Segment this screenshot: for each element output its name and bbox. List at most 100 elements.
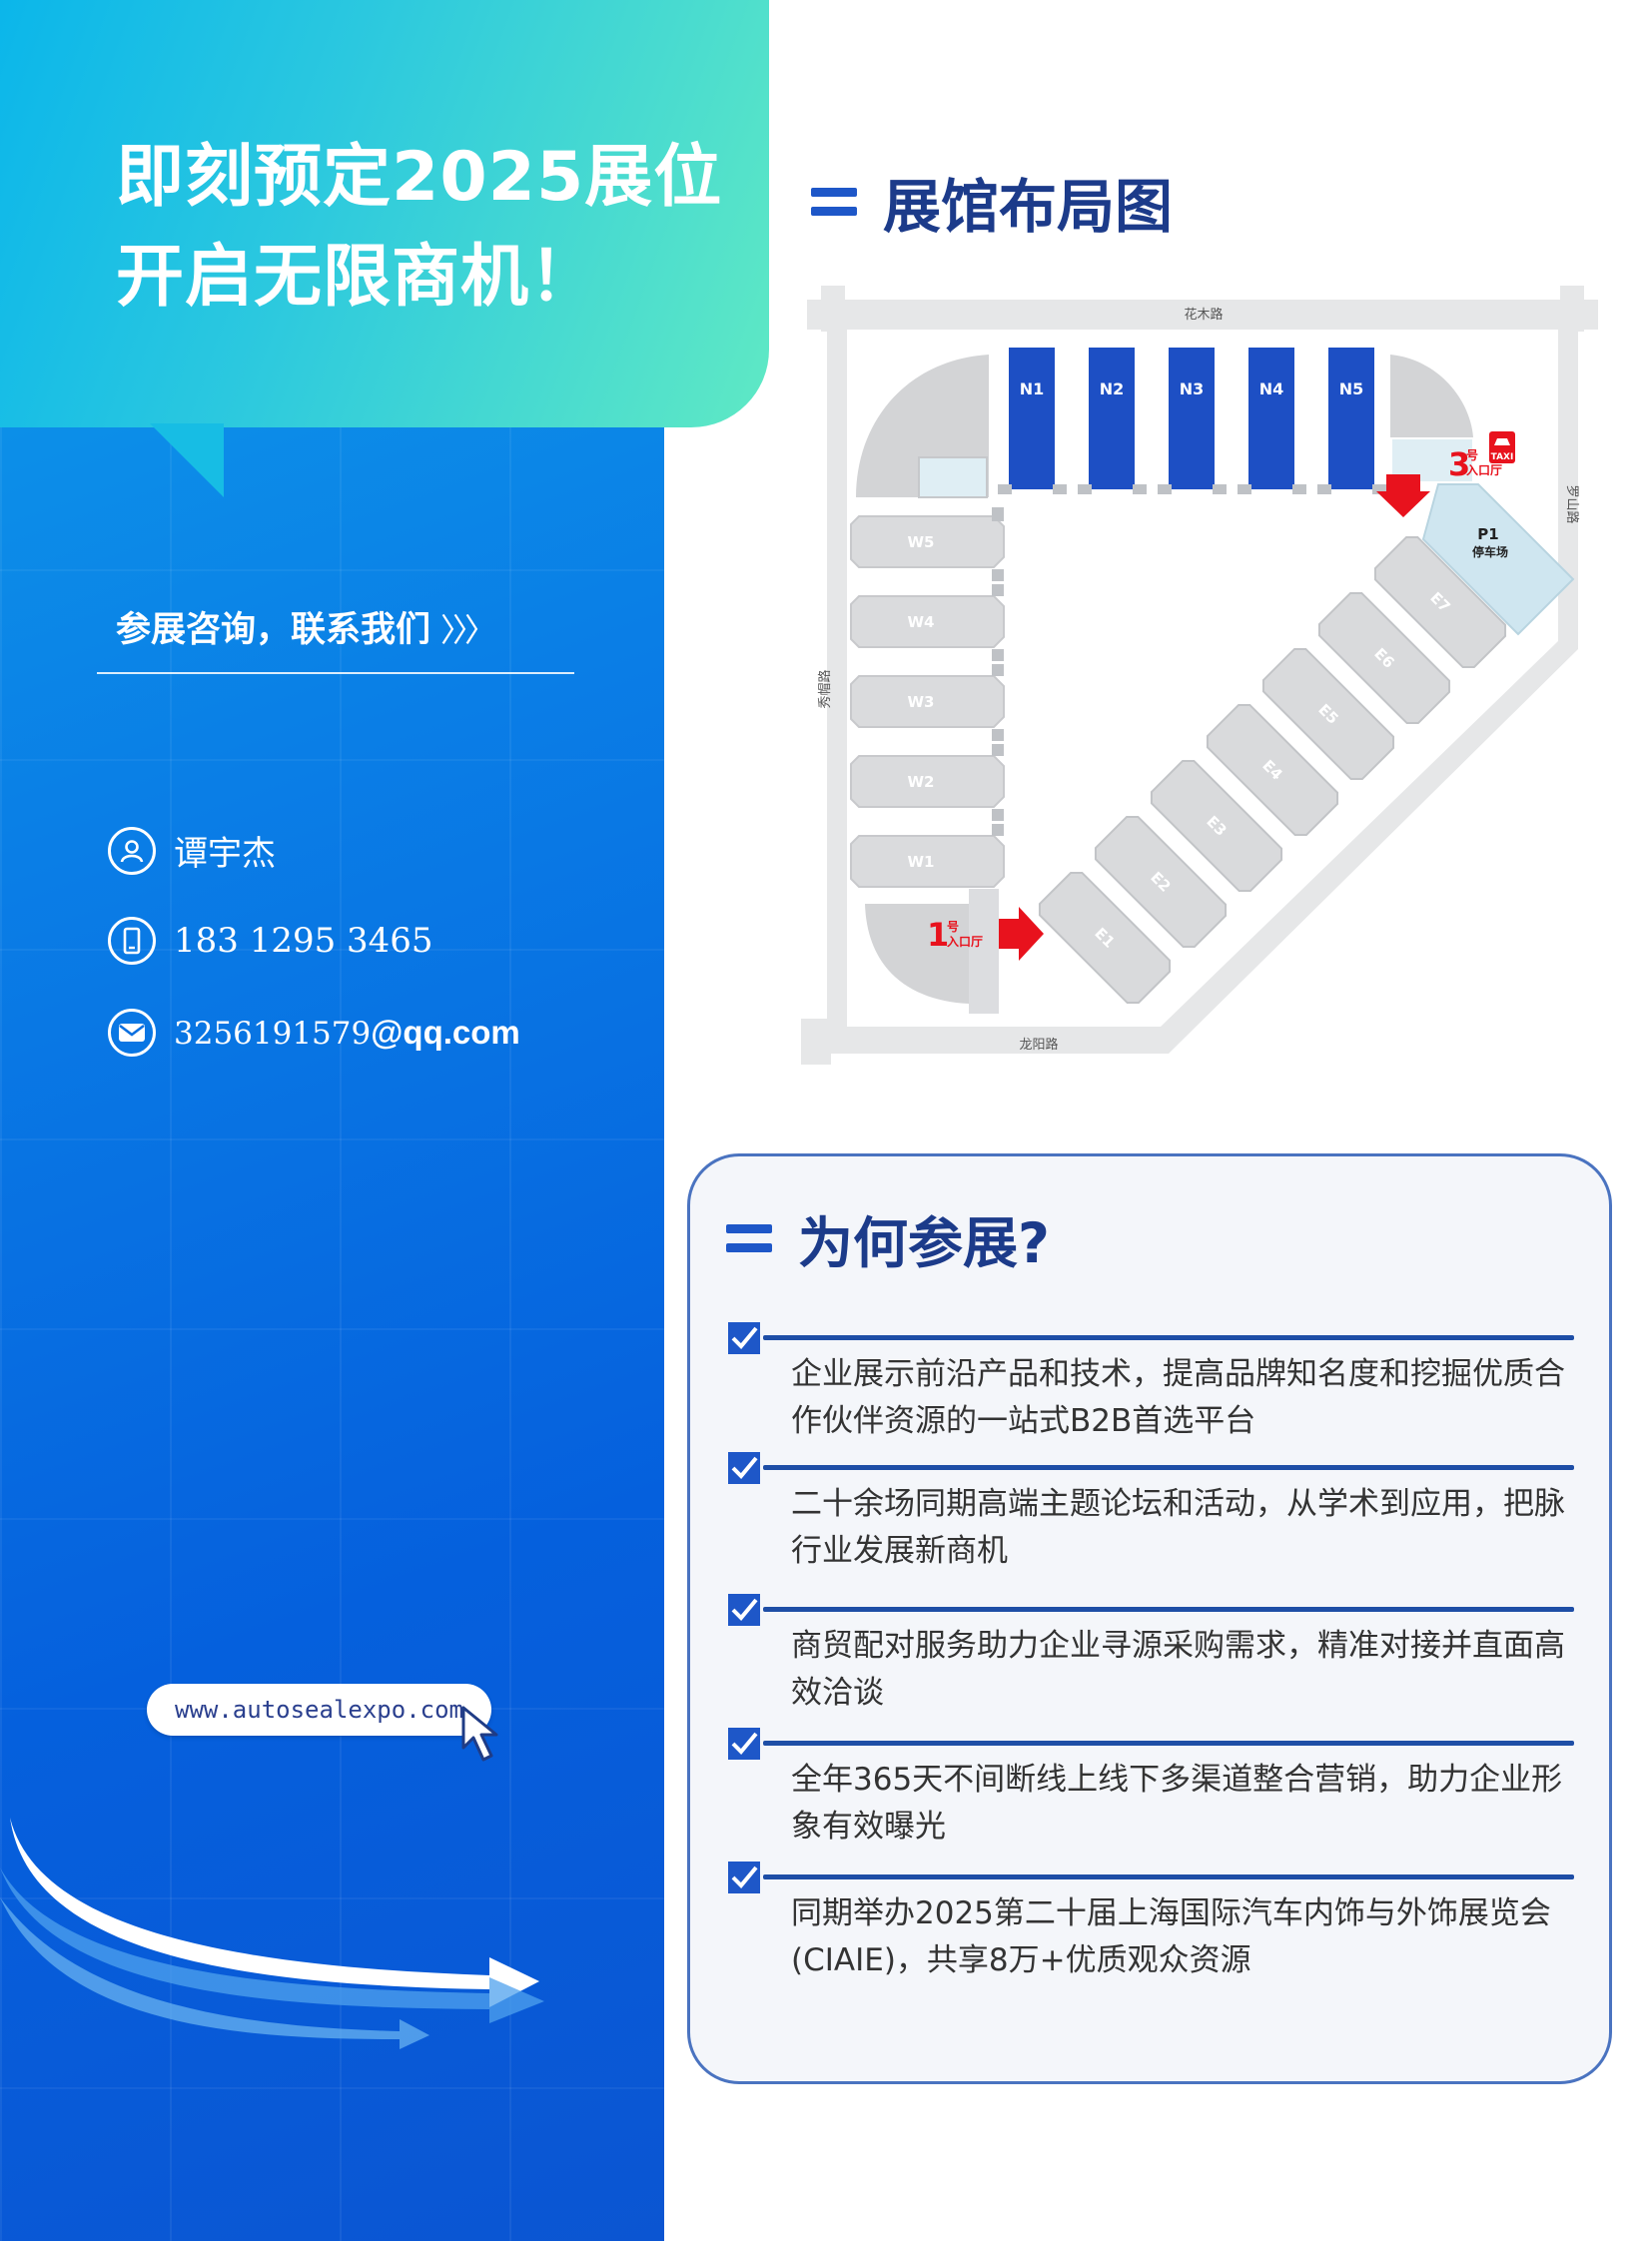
hall-w3-label: W3 (908, 693, 935, 711)
hall-n2-label: N2 (1100, 379, 1125, 398)
headline: 即刻预定2025展位 开启无限商机！ (116, 128, 722, 328)
hall-w5[interactable]: W5 (850, 515, 1005, 568)
item-divider (763, 1465, 1574, 1470)
consult-divider (97, 672, 574, 674)
hall-n1[interactable]: N1 (1009, 348, 1055, 489)
contact-phone[interactable]: 183 1295 3465 (174, 921, 433, 961)
hall-w5-label: W5 (908, 533, 935, 551)
entrance-3-num: 3 (1448, 445, 1470, 483)
email-user: 3256191579 (174, 1016, 372, 1052)
hall-w2[interactable]: W2 (850, 755, 1005, 808)
headline-line1: 即刻预定2025展位 (116, 138, 723, 217)
hall-n3-label: N3 (1180, 379, 1205, 398)
entrance-1-arrow-icon (999, 907, 1044, 961)
hall-w1[interactable]: W1 (850, 835, 1005, 888)
headline-line2: 开启无限商机！ (116, 238, 599, 317)
why-item-text: 二十余场同期高端主题论坛和活动，从学术到应用，把脉行业发展新商机 (791, 1486, 1565, 1569)
hall-e1[interactable]: E1 (1034, 867, 1175, 1008)
parking-p1[interactable]: P1 停车场 (1421, 483, 1575, 636)
contact-name-row: 谭宇杰 (108, 826, 276, 875)
email-domain: @qq.com (371, 1014, 520, 1051)
hall-w4-label: W4 (908, 613, 935, 631)
taxi-label: TAXI (1491, 452, 1514, 462)
hall-n2[interactable]: N2 (1089, 348, 1135, 489)
hall-w2-label: W2 (908, 773, 935, 791)
east-halls: E1 E2 E3 E4 E5 E6 E7 (1034, 531, 1510, 1008)
checkbox-checked-icon (728, 1594, 760, 1626)
why-title-text: 为何参展? (798, 1211, 1050, 1275)
hall-n5-label: N5 (1339, 379, 1364, 398)
why-item-text: 商贸配对服务助力企业寻源采购需求，精准对接并直面高效洽谈 (791, 1628, 1565, 1711)
road-label-top: 花木路 (1184, 307, 1223, 323)
hall-w4[interactable]: W4 (850, 595, 1005, 648)
consult-heading: 参展咨询，联系我们〉〉〉 (116, 601, 496, 652)
contact-email[interactable]: 3256191579@qq.com (174, 1014, 520, 1052)
entrance-1-suffix: 号 (947, 919, 959, 934)
parking-name: 停车场 (1472, 544, 1508, 559)
road-label-bottom: 龙阳路 (1019, 1037, 1058, 1053)
contact-phone-row: 183 1295 3465 (108, 917, 433, 965)
contact-email-row: 3256191579@qq.com (108, 1009, 520, 1057)
hall-w3[interactable]: W3 (850, 675, 1005, 728)
checkbox-checked-icon (728, 1452, 760, 1484)
why-exhibit-card: 为何参展? 企业展示前沿产品和技术，提高品牌知名度和挖掘优质合作伙伴资源的一站式… (687, 1153, 1612, 2084)
entrance-3[interactable]: 3 号 入口厅 TAXI (1376, 431, 1515, 517)
arrow-swoosh-icon (0, 1818, 544, 2049)
hall-e2[interactable]: E2 (1090, 811, 1231, 952)
headline-bubble-tail (150, 423, 224, 497)
road-label-left: 秀帽路 (817, 669, 833, 708)
item-divider (763, 1874, 1574, 1879)
north-halls: N1 N2 N3 N4 N5 (998, 348, 1386, 494)
west-halls: W5 W4 W3 W2 W1 (850, 507, 1005, 888)
hall-n3[interactable]: N3 (1169, 348, 1215, 489)
title-bar-icon (811, 188, 857, 216)
hall-e4[interactable]: E4 (1202, 699, 1342, 840)
venue-layout-map: 花木路 秀帽路 罗山路 龙阳路 N1 N2 N3 N4 N5 W5 W4 W3 … (801, 286, 1598, 1065)
corner-building-ne (1390, 355, 1473, 437)
mail-icon (108, 1009, 156, 1057)
item-divider (763, 1607, 1574, 1612)
checkbox-checked-icon (728, 1862, 760, 1893)
parking-code: P1 (1477, 525, 1498, 543)
chevrons-right-icon: 〉〉〉 (440, 611, 496, 649)
why-item-text: 同期举办2025第二十届上海国际汽车内饰与外饰展览会(CIAIE)，共享8万+优… (791, 1895, 1551, 1978)
entrance-3-hall: 入口厅 (1466, 463, 1502, 477)
why-item-text: 全年365天不间断线上线下多渠道整合营销，助力企业形象有效曝光 (791, 1762, 1563, 1845)
headline-bubble (0, 0, 769, 427)
checkbox-checked-icon (728, 1728, 760, 1760)
hall-n4-label: N4 (1259, 379, 1284, 398)
hall-n5[interactable]: N5 (1328, 348, 1374, 489)
checkbox-checked-icon (728, 1322, 760, 1354)
entrance-3-arrow-icon (1376, 474, 1430, 517)
item-divider (763, 1335, 1574, 1340)
corner-building-sw (865, 904, 969, 1004)
mobile-phone-icon (108, 917, 156, 965)
hall-n4[interactable]: N4 (1248, 348, 1294, 489)
user-icon (108, 826, 156, 875)
title-bar-icon (726, 1224, 772, 1252)
hall-n1-label: N1 (1020, 379, 1045, 398)
hall-e6[interactable]: E6 (1313, 587, 1454, 728)
hall-e5[interactable]: E5 (1257, 643, 1398, 784)
taxi-icon (1489, 431, 1515, 463)
hall-w1-label: W1 (908, 853, 935, 871)
layout-title-text: 展馆布局图 (883, 173, 1174, 241)
entrance-1[interactable]: 1 号 入口厅 (927, 907, 1044, 961)
website-link[interactable]: www.autosealexpo.com (147, 1684, 491, 1736)
why-section-title: 为何参展? (726, 1198, 1050, 1278)
entrance-1-num: 1 (927, 916, 949, 954)
hall-e7[interactable]: E7 (1369, 531, 1510, 672)
road-label-right: 罗山路 (1564, 484, 1580, 523)
connector-nw (918, 456, 988, 498)
layout-section-title: 展馆布局图 (811, 160, 1173, 244)
mouse-pointer-icon (461, 1706, 498, 1762)
item-divider (763, 1741, 1574, 1746)
left-panel: 即刻预定2025展位 开启无限商机！ 参展咨询，联系我们〉〉〉 谭宇杰 183 … (0, 0, 769, 2241)
connector-sw (969, 889, 999, 1014)
consult-label: 参展咨询，联系我们 (116, 610, 431, 650)
why-item-text: 企业展示前沿产品和技术，提高品牌知名度和挖掘优质合作伙伴资源的一站式B2B首选平… (791, 1356, 1565, 1439)
hall-e3[interactable]: E3 (1146, 755, 1286, 896)
entrance-1-hall: 入口厅 (947, 935, 983, 949)
contact-name: 谭宇杰 (174, 834, 276, 874)
entrance-3-suffix: 号 (1466, 447, 1478, 462)
